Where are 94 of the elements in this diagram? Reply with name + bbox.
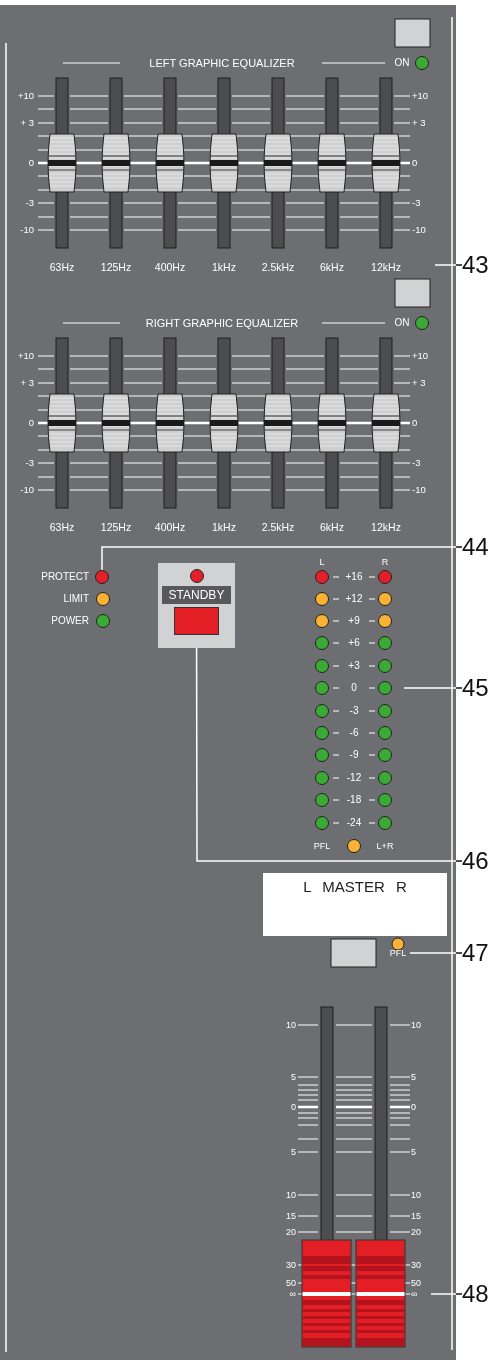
meter-scale-label: -12 bbox=[346, 773, 362, 783]
frequency-label: 400Hz bbox=[154, 521, 186, 533]
scale-label: 20 bbox=[411, 1227, 421, 1237]
callout-number: 48 bbox=[462, 1280, 500, 1308]
scale-label: 5 bbox=[411, 1147, 416, 1157]
scale-label: 5 bbox=[411, 1072, 416, 1082]
scale-label: 5 bbox=[291, 1072, 296, 1082]
meter-scale-label: 0 bbox=[351, 683, 357, 693]
label-strip bbox=[263, 873, 447, 936]
scale-label: 0 bbox=[28, 158, 34, 168]
frequency-label: 63Hz bbox=[49, 261, 75, 273]
scale-label: -10 bbox=[20, 485, 34, 495]
meter-scale-label: -6 bbox=[349, 728, 359, 738]
meter-label: L+R bbox=[376, 841, 394, 851]
frequency-label: 125Hz bbox=[100, 521, 132, 533]
scale-label: 30 bbox=[411, 1260, 421, 1270]
frequency-label: 63Hz bbox=[49, 521, 75, 533]
scale-label: 0 bbox=[28, 418, 34, 428]
scale-label: -10 bbox=[20, 225, 34, 235]
scale-label: ∞ bbox=[411, 1289, 418, 1299]
scale-label: -3 bbox=[25, 198, 34, 208]
scale-label: + 3 bbox=[412, 378, 426, 388]
indicator-label: PROTECT bbox=[41, 572, 89, 582]
leader-line bbox=[195, 647, 463, 862]
scale-label: +10 bbox=[17, 91, 34, 101]
on-label: ON bbox=[394, 58, 410, 68]
scale-label: -3 bbox=[25, 458, 34, 468]
callout-number: 45 bbox=[462, 674, 500, 702]
meter-scale-label: +3 bbox=[348, 661, 360, 671]
frequency-label: 2.5kHz bbox=[261, 261, 295, 273]
scale-label: +10 bbox=[412, 351, 429, 361]
on-label: ON bbox=[394, 318, 410, 328]
meter-scale-label: +12 bbox=[345, 594, 363, 604]
scale-label: 0 bbox=[411, 1102, 416, 1112]
leader-line bbox=[430, 1293, 463, 1295]
meter-scale-label: -24 bbox=[346, 818, 362, 828]
meter-scale-label: -18 bbox=[346, 795, 362, 805]
frequency-label: 12kHz bbox=[371, 261, 401, 273]
meter-scale-label: +16 bbox=[345, 572, 363, 582]
scale-label: -3 bbox=[412, 458, 421, 468]
scale-label: 0 bbox=[291, 1102, 296, 1112]
scale-label: +10 bbox=[412, 91, 429, 101]
scale-label: 20 bbox=[286, 1227, 296, 1237]
meter-label: R bbox=[381, 557, 389, 567]
section-title: RIGHT GRAPHIC EQUALIZER bbox=[145, 317, 299, 329]
scale-label: 0 bbox=[412, 418, 418, 428]
section-title: LEFT GRAPHIC EQUALIZER bbox=[149, 57, 295, 69]
indicator-label: LIMIT bbox=[63, 594, 89, 604]
leader-line bbox=[434, 264, 463, 266]
meter-label: PFL bbox=[313, 841, 331, 851]
leader-line bbox=[409, 952, 463, 954]
scale-label: + 3 bbox=[20, 118, 34, 128]
meter-scale-label: -9 bbox=[349, 750, 359, 760]
scale-label: + 3 bbox=[20, 378, 34, 388]
scale-label: 30 bbox=[286, 1260, 296, 1270]
frequency-label: 400Hz bbox=[154, 261, 186, 273]
scale-label: 15 bbox=[286, 1211, 296, 1221]
scale-label: -10 bbox=[412, 485, 426, 495]
callout-number: 43 bbox=[462, 251, 500, 279]
callout-number: 46 bbox=[462, 847, 500, 875]
scale-label: +10 bbox=[17, 351, 34, 361]
scale-label: 15 bbox=[411, 1211, 421, 1221]
meter-scale-label: -3 bbox=[349, 706, 359, 716]
callout-number: 44 bbox=[462, 533, 500, 561]
leader-line bbox=[101, 546, 463, 571]
scale-label: 10 bbox=[286, 1190, 296, 1200]
scale-label: 50 bbox=[411, 1278, 421, 1288]
frequency-label: 12kHz bbox=[371, 521, 401, 533]
scale-label: 10 bbox=[411, 1190, 421, 1200]
strip-label: L MASTER R bbox=[302, 878, 408, 895]
indicator-label: POWER bbox=[51, 616, 89, 626]
frequency-label: 6kHz bbox=[320, 261, 344, 273]
scale-label: ∞ bbox=[289, 1289, 296, 1299]
scale-label: 50 bbox=[286, 1278, 296, 1288]
frequency-label: 6kHz bbox=[320, 521, 344, 533]
standby-label: STANDBY bbox=[162, 586, 231, 604]
scale-label: 10 bbox=[286, 1020, 296, 1030]
scale-label: 10 bbox=[411, 1020, 421, 1030]
frequency-label: 2.5kHz bbox=[261, 521, 295, 533]
meter-label: L bbox=[319, 557, 325, 567]
scale-label: -10 bbox=[412, 225, 426, 235]
meter-scale-label: +9 bbox=[348, 616, 360, 626]
frequency-label: 1kHz bbox=[212, 261, 236, 273]
indicator-label: PFL bbox=[386, 947, 410, 959]
frequency-label: 125Hz bbox=[100, 261, 132, 273]
scale-label: + 3 bbox=[412, 118, 426, 128]
standby-panel bbox=[158, 563, 235, 648]
leader-line bbox=[403, 687, 463, 689]
scale-label: 5 bbox=[291, 1147, 296, 1157]
callout-number: 47 bbox=[462, 939, 500, 967]
scale-label: -3 bbox=[412, 198, 421, 208]
meter-scale-label: +6 bbox=[348, 638, 360, 648]
scale-label: 0 bbox=[412, 158, 418, 168]
frequency-label: 1kHz bbox=[212, 521, 236, 533]
